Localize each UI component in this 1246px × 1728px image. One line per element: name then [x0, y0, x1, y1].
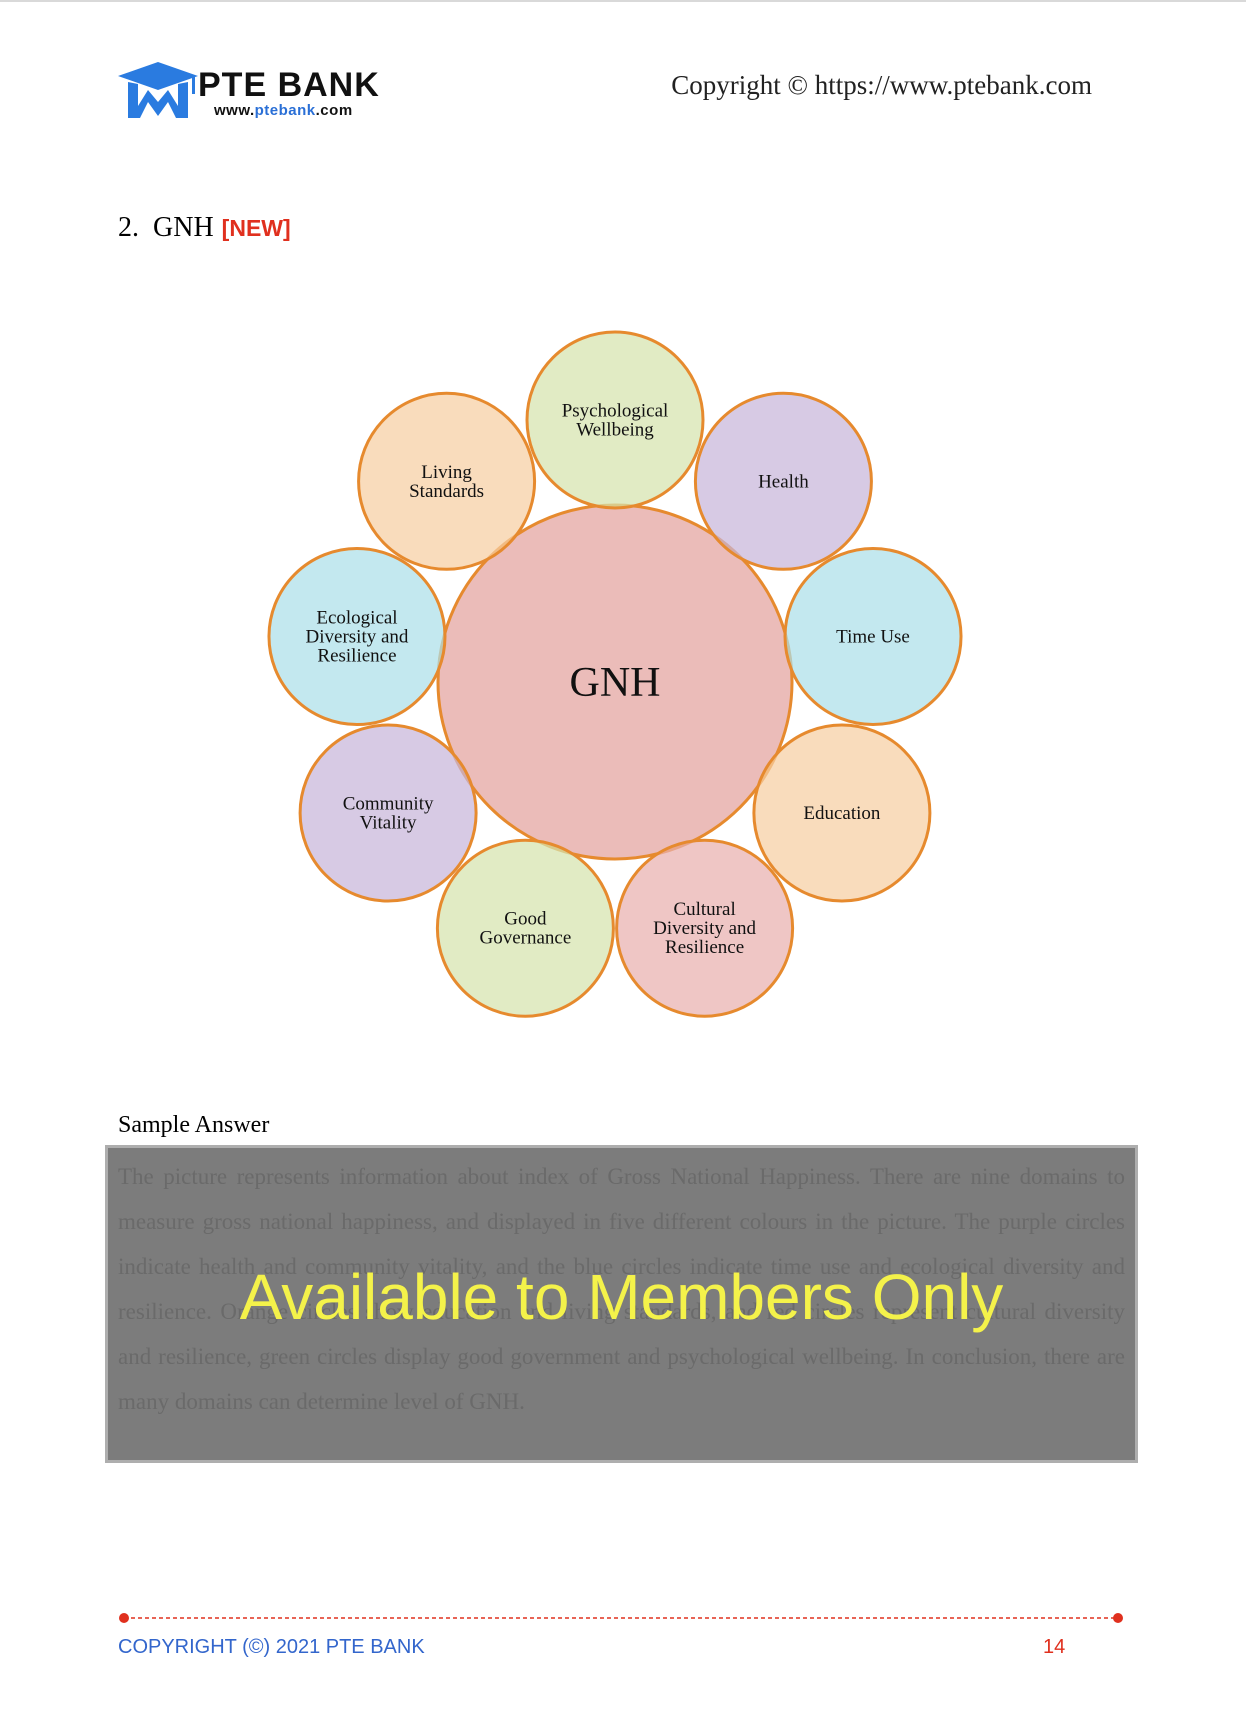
question-number: 2. — [118, 212, 139, 243]
logo-url: www.ptebank.com — [214, 102, 353, 119]
question-title: GNH — [153, 212, 214, 243]
hidden-answer-text: The picture represents information about… — [118, 1164, 1125, 1414]
question-heading: 2. GNH [NEW] — [118, 212, 291, 244]
domain-circle — [435, 838, 615, 1018]
domain-circle — [357, 391, 537, 571]
new-tag: [NEW] — [221, 215, 291, 241]
domain-label: Health — [758, 471, 809, 492]
domain-label: Time Use — [836, 627, 910, 648]
members-only-message: Available to Members Only — [239, 1261, 1004, 1333]
graduation-cap-icon — [118, 62, 198, 118]
domain-circle — [693, 391, 873, 571]
top-rule — [0, 0, 1246, 2]
header-copyright: Copyright © https://www.ptebank.com — [671, 70, 1092, 100]
footer-copyright: COPYRIGHT (©) 2021 PTE BANK — [118, 1636, 425, 1658]
domain-circle — [615, 838, 795, 1018]
domain-label: Education — [803, 803, 881, 824]
page-number: 14 — [1043, 1636, 1066, 1658]
gnh-center-label: GNH — [570, 660, 661, 706]
domain-circle — [783, 547, 963, 727]
domain-circle — [752, 723, 932, 903]
pte-bank-logo[interactable]: PTE BANK www.ptebank.com — [118, 62, 418, 124]
logo-name: PTE BANK — [198, 66, 380, 104]
footer-divider — [119, 1613, 1123, 1623]
sample-answer-label: Sample Answer — [118, 1112, 270, 1138]
domain-circle — [267, 547, 447, 727]
members-only-overlay[interactable]: The picture represents information about… — [105, 1145, 1138, 1463]
domain-circle — [298, 723, 478, 903]
domain-circle — [525, 330, 705, 510]
